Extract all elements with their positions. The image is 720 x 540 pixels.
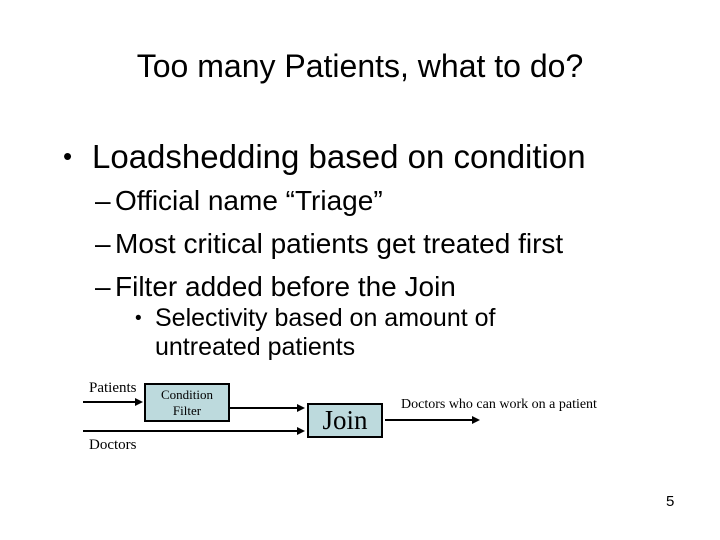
- arrow-shaft: [385, 419, 473, 421]
- sub-bullet-triage: – Official name “Triage”: [95, 185, 383, 216]
- bullet-icon: •: [135, 308, 142, 329]
- filter-to-join-arrow: [230, 404, 305, 412]
- sub-bullet-critical-text: Most critical patients get treated first: [115, 228, 564, 259]
- sub-bullet-filter-text: Filter added before the Join: [115, 271, 456, 302]
- sub-bullet-triage-text: Official name “Triage”: [115, 185, 383, 216]
- arrowhead-icon: [472, 416, 480, 424]
- dash-marker-icon: –: [95, 228, 111, 259]
- bullet-icon: •: [63, 141, 73, 171]
- condition-filter-box: Condition Filter: [144, 383, 230, 422]
- sub-bullet-critical: – Most critical patients get treated fir…: [95, 228, 563, 259]
- sub-sub-bullet-selectivity: • Selectivity based on amount of untreat…: [135, 304, 600, 362]
- arrowhead-icon: [297, 427, 305, 435]
- join-box: Join: [307, 403, 383, 438]
- arrowhead-icon: [135, 398, 143, 406]
- sub-sub-bullet-selectivity-text: Selectivity based on amount of untreated…: [155, 304, 496, 361]
- arrow-shaft: [230, 407, 298, 409]
- dash-marker-icon: –: [95, 271, 111, 302]
- doctors-label: Doctors: [89, 437, 137, 453]
- page-number: 5: [666, 493, 675, 510]
- sub-bullet-filter: – Filter added before the Join: [95, 271, 456, 302]
- arrow-shaft: [83, 430, 298, 432]
- bullet-level1-text: Loadshedding based on condition: [92, 138, 586, 175]
- page-title: Too many Patients, what to do?: [136, 48, 584, 84]
- patients-label: Patients: [89, 380, 137, 396]
- bullet-level1: • Loadshedding based on condition: [63, 138, 586, 175]
- arrowhead-icon: [297, 404, 305, 412]
- patients-arrow: [83, 398, 143, 406]
- arrow-shaft: [83, 401, 136, 403]
- join-output-arrow: [385, 416, 480, 424]
- doctors-arrow: [83, 427, 305, 435]
- output-label: Doctors who can work on a patient: [401, 397, 597, 412]
- dash-marker-icon: –: [95, 185, 111, 216]
